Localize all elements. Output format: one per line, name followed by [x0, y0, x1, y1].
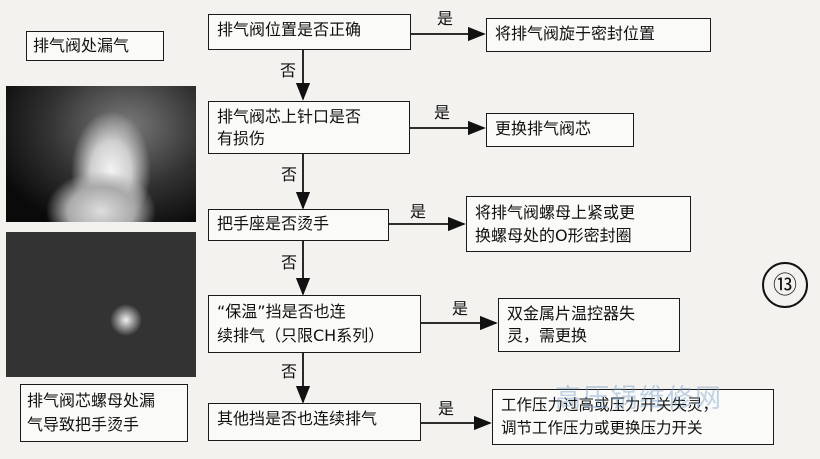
action-box-2: 更换排气阀芯 — [486, 113, 634, 147]
yes-label-4: 是 — [452, 299, 469, 318]
question-box-3: 把手座是否烫手 — [208, 209, 389, 241]
question-5-line-1: 其他挡是否也连续排气 — [217, 409, 378, 428]
no-label-3: 否 — [281, 253, 298, 272]
action-1-line-1: 将排气阀旋于密封位置 — [495, 24, 656, 43]
question-box-1: 排气阀位置是否正确 — [208, 14, 411, 50]
question-box-5: 其他挡是否也连续排气 — [208, 403, 421, 441]
question-2-line-2: 有损伤 — [217, 129, 266, 148]
action-box-5: 工作压力过高或压力开关失灵， 调节工作压力或更换压力开关 — [492, 389, 774, 445]
yes-label-5: 是 — [438, 399, 455, 418]
action-5-line-1: 工作压力过高或压力开关失灵， — [501, 396, 719, 414]
callout-valve-leak: 排气阀处漏气 — [26, 31, 164, 61]
action-2-line-1: 更换排气阀芯 — [495, 119, 592, 138]
callout-valve-leak-text: 排气阀处漏气 — [33, 36, 130, 55]
action-box-4: 双金属片温控器失 灵，需更换 — [498, 298, 680, 352]
yes-label-1: 是 — [437, 9, 454, 28]
question-box-4: “保温”挡是否也连 续排气（只限CH系列） — [208, 295, 421, 353]
action-box-1: 将排气阀旋于密封位置 — [486, 18, 711, 52]
no-label-1: 否 — [280, 61, 297, 80]
question-4-line-2: 续排气（只限CH系列） — [217, 326, 385, 345]
action-4-line-1: 双金属片温控器失 — [507, 304, 636, 323]
action-3-line-1: 将排气阀螺母上紧或更 — [475, 203, 636, 222]
valve-nut-photo — [6, 232, 196, 377]
question-box-2: 排气阀芯上针口是否 有损伤 — [208, 101, 410, 154]
action-box-3: 将排气阀螺母上紧或更 换螺母处的O形密封圈 — [466, 196, 691, 252]
callout-nut-leak-line-1: 排气阀芯螺母处漏 — [27, 391, 156, 410]
question-2-line-1: 排气阀芯上针口是否 — [217, 107, 362, 126]
yes-label-3: 是 — [410, 202, 427, 221]
callout-nut-leak-line-2: 气导致把手烫手 — [27, 415, 140, 434]
question-3-line-1: 把手座是否烫手 — [217, 214, 330, 233]
figure-number-badge: ⑬ — [762, 262, 808, 308]
question-1-line-1: 排气阀位置是否正确 — [217, 20, 362, 39]
no-label-4: 否 — [281, 362, 298, 381]
exhaust-valve-photo — [6, 86, 196, 222]
yes-label-2: 是 — [434, 103, 451, 122]
no-label-2: 否 — [281, 165, 298, 184]
action-3-line-2: 换螺母处的O形密封圈 — [475, 226, 632, 245]
action-4-line-2: 灵，需更换 — [507, 326, 588, 345]
action-5-line-2: 调节工作压力或更换压力开关 — [501, 419, 703, 437]
question-4-line-1: “保温”挡是否也连 — [217, 302, 346, 321]
callout-nut-leak: 排气阀芯螺母处漏 气导致把手烫手 — [20, 384, 188, 442]
